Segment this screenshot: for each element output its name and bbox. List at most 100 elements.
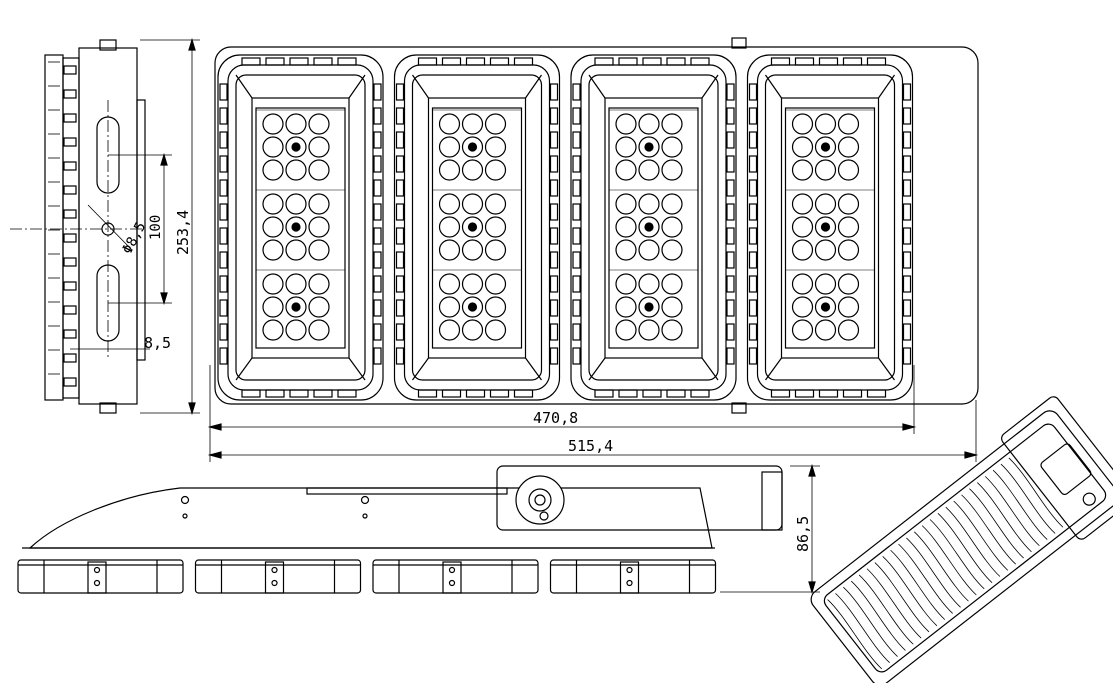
side-fin-clip <box>63 65 77 75</box>
fin-tab <box>748 227 758 245</box>
fin-tab <box>748 275 758 293</box>
iso-fin <box>921 525 977 596</box>
fin-tab <box>902 107 912 125</box>
led-lens <box>308 273 330 295</box>
led-lens <box>837 193 860 215</box>
led-lens <box>438 239 461 261</box>
led-lens <box>615 113 637 135</box>
led-lens <box>661 159 683 181</box>
fin-tab <box>748 131 758 149</box>
side-view: 253,4 100 Φ8,5 8,5 <box>10 37 200 416</box>
side-fin-clip <box>63 281 77 291</box>
fin-tab <box>842 389 863 398</box>
led-lens <box>285 159 307 181</box>
dim-height-253-label: 253,4 <box>174 210 192 255</box>
fin-tab <box>594 389 614 398</box>
led-lens <box>661 113 683 135</box>
fin-tab <box>313 389 333 398</box>
fin-tab <box>842 57 863 66</box>
fin-tab <box>395 155 405 173</box>
fin-tab <box>618 57 638 66</box>
fin-tab <box>690 57 710 66</box>
fin-tab <box>726 155 735 173</box>
led-sensor <box>644 142 654 152</box>
fin-tab <box>572 203 581 221</box>
led-lens <box>484 239 507 261</box>
iso-fin <box>850 580 906 651</box>
led-lens <box>837 296 860 318</box>
led-lens <box>262 216 284 238</box>
fin-tab <box>726 227 735 245</box>
fin-tab <box>219 251 228 269</box>
side-fin-clip <box>63 161 77 171</box>
bottom-view: 86,5 <box>17 463 820 595</box>
fin-tab <box>902 227 912 245</box>
led-lens <box>285 193 307 215</box>
fin-tab <box>395 227 405 245</box>
led-lens <box>308 113 330 135</box>
fin-tab <box>618 389 638 398</box>
iso-fin <box>898 543 953 614</box>
fin-tab <box>549 131 559 149</box>
dim-height-86-label: 86,5 <box>794 516 812 552</box>
led-lens <box>438 193 461 215</box>
bottom-module <box>372 559 539 594</box>
fin-tab <box>902 179 912 197</box>
led-lens <box>837 273 860 295</box>
side-fin-clip <box>63 377 77 387</box>
led-sensor <box>644 222 654 232</box>
led-lens <box>262 113 284 135</box>
led-module <box>570 54 737 401</box>
fin-tab <box>818 57 839 66</box>
fin-tab <box>902 203 912 221</box>
fin-tab <box>373 155 382 173</box>
led-sensor <box>467 222 478 232</box>
fin-tab <box>770 57 791 66</box>
fin-tab <box>748 299 758 317</box>
fin-tab <box>549 299 559 317</box>
led-lens <box>615 296 637 318</box>
bottom-module <box>17 559 184 594</box>
fin-tab <box>373 275 382 293</box>
fin-tab <box>313 57 333 66</box>
led-lens <box>308 193 330 215</box>
fin-tab <box>572 347 581 365</box>
fin-tab <box>902 323 912 341</box>
fin-tab <box>219 347 228 365</box>
led-sensor <box>644 302 654 312</box>
led-lens <box>438 319 461 341</box>
fin-tab <box>726 347 735 365</box>
led-lens <box>438 136 461 158</box>
led-module <box>217 54 384 401</box>
led-lens <box>791 319 814 341</box>
bottom-module <box>194 559 362 594</box>
bottom-modules <box>17 559 717 594</box>
led-lens <box>661 136 683 158</box>
fin-tab <box>395 323 405 341</box>
fin-tab <box>489 57 510 66</box>
fin-tab <box>265 389 285 398</box>
led-lens <box>814 216 837 238</box>
led-lens <box>814 319 837 341</box>
iso-fin <box>890 549 946 620</box>
fin-tab <box>219 203 228 221</box>
dim-spacing-100-label: 100 <box>148 215 164 240</box>
fin-tab <box>395 347 405 365</box>
fin-tab <box>572 107 581 125</box>
iso-fin <box>953 500 1009 571</box>
iso-fin <box>937 513 993 583</box>
dim-width-470-label: 470,8 <box>533 409 578 427</box>
led-lens <box>791 239 814 261</box>
fin-tab <box>726 275 735 293</box>
led-lens <box>461 136 484 158</box>
led-lens <box>638 193 660 215</box>
fin-tab <box>902 251 912 269</box>
led-sensor <box>820 302 831 312</box>
led-sensor <box>291 142 301 152</box>
led-lens <box>814 296 837 318</box>
led-lens <box>308 159 330 181</box>
led-module <box>393 54 561 401</box>
fin-tab <box>794 57 815 66</box>
side-fin-clip <box>63 89 77 99</box>
led-module <box>746 54 914 401</box>
